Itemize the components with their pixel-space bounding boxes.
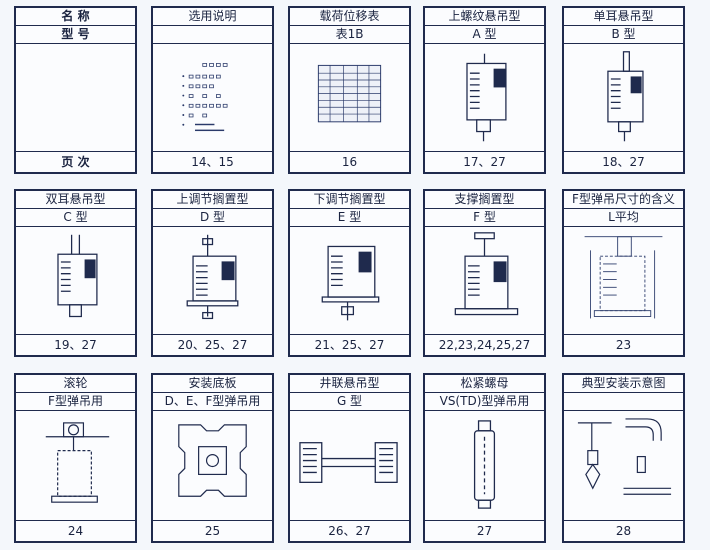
card-title: F型弹吊尺寸的含义 bbox=[564, 191, 683, 209]
card-installation[interactable]: 典型安装示意图 28 bbox=[562, 373, 685, 543]
card-subtitle: B 型 bbox=[564, 26, 683, 44]
card-title: 松紧螺母 bbox=[425, 375, 544, 393]
card-pages: 23 bbox=[615, 338, 632, 352]
card-title: 安装底板 bbox=[153, 375, 272, 393]
card-selection[interactable]: 选用说明 14、15 bbox=[151, 6, 274, 174]
roller-icon bbox=[16, 411, 135, 521]
blank-icon bbox=[16, 44, 135, 152]
double-lug-hanger-icon bbox=[16, 227, 135, 335]
card-subtitle: F 型 bbox=[425, 209, 544, 227]
card-title: 典型安装示意图 bbox=[564, 375, 683, 393]
card-subtitle: D 型 bbox=[153, 209, 272, 227]
card-type-d[interactable]: 上调节搁置型 D 型 20、25、27 bbox=[151, 189, 274, 357]
threaded-hanger-icon bbox=[425, 44, 544, 152]
card-subtitle bbox=[153, 26, 272, 44]
card-subtitle: 型 号 bbox=[16, 26, 135, 44]
card-subtitle: C 型 bbox=[16, 209, 135, 227]
card-subtitle bbox=[564, 393, 683, 411]
card-title: 名 称 bbox=[16, 8, 135, 26]
card-subtitle: F型弹吊用 bbox=[16, 393, 135, 411]
card-pages: 16 bbox=[341, 155, 358, 169]
card-f-dimensions[interactable]: F型弹吊尺寸的含义 L平均 23 bbox=[562, 189, 685, 357]
card-title: 支撑搁置型 bbox=[425, 191, 544, 209]
card-roller[interactable]: 滚轮 F型弹吊用 24 bbox=[14, 373, 137, 543]
card-name-model: 名 称 型 号 页 次 bbox=[14, 6, 137, 174]
card-type-b[interactable]: 单耳悬吊型 B 型 18、27 bbox=[562, 6, 685, 174]
card-pages: 24 bbox=[67, 524, 84, 538]
card-title: 下调节搁置型 bbox=[290, 191, 409, 209]
card-type-g[interactable]: 井联悬吊型 G 型 26、27 bbox=[288, 373, 411, 543]
card-type-f[interactable]: 支撑搁置型 F 型 22,23,24,25,27 bbox=[423, 189, 546, 357]
card-title: 井联悬吊型 bbox=[290, 375, 409, 393]
card-pages: 27 bbox=[476, 524, 493, 538]
card-turnbuckle[interactable]: 松紧螺母 VS(TD)型弹吊用 27 bbox=[423, 373, 546, 543]
card-subtitle: E 型 bbox=[290, 209, 409, 227]
card-load-table[interactable]: 载荷位移表 表1B 16 bbox=[288, 6, 411, 174]
card-title: 单耳悬吊型 bbox=[564, 8, 683, 26]
card-subtitle: VS(TD)型弹吊用 bbox=[425, 393, 544, 411]
single-lug-hanger-icon bbox=[564, 44, 683, 152]
card-type-c[interactable]: 双耳悬吊型 C 型 19、27 bbox=[14, 189, 137, 357]
card-type-a[interactable]: 上螺纹悬吊型 A 型 17、27 bbox=[423, 6, 546, 174]
card-pages: 19、27 bbox=[54, 338, 97, 352]
load-table-icon bbox=[290, 44, 409, 152]
card-pages: 26、27 bbox=[328, 524, 371, 538]
card-pages: 14、15 bbox=[191, 155, 234, 169]
card-title: 上调节搁置型 bbox=[153, 191, 272, 209]
card-type-e[interactable]: 下调节搁置型 E 型 21、25、27 bbox=[288, 189, 411, 357]
card-subtitle: L平均 bbox=[564, 209, 683, 227]
card-pages: 18、27 bbox=[602, 155, 645, 169]
card-title: 选用说明 bbox=[153, 8, 272, 26]
card-pages: 17、27 bbox=[463, 155, 506, 169]
base-plate-icon bbox=[153, 411, 272, 521]
card-pages: 页 次 bbox=[61, 155, 90, 169]
card-pages: 21、25、27 bbox=[314, 338, 385, 352]
card-subtitle: G 型 bbox=[290, 393, 409, 411]
card-base-plate[interactable]: 安装底板 D、E、F型弹吊用 25 bbox=[151, 373, 274, 543]
card-title: 上螺纹悬吊型 bbox=[425, 8, 544, 26]
turnbuckle-icon bbox=[425, 411, 544, 521]
selection-chart-icon bbox=[153, 44, 272, 152]
card-pages: 25 bbox=[204, 524, 221, 538]
installation-diagram-icon bbox=[564, 411, 683, 521]
card-pages: 28 bbox=[615, 524, 632, 538]
card-title: 滚轮 bbox=[16, 375, 135, 393]
upper-adjust-support-icon bbox=[153, 227, 272, 335]
prop-support-icon bbox=[425, 227, 544, 335]
card-title: 载荷位移表 bbox=[290, 8, 409, 26]
parallel-hanger-icon bbox=[290, 411, 409, 521]
card-subtitle: 表1B bbox=[290, 26, 409, 44]
lower-adjust-support-icon bbox=[290, 227, 409, 335]
card-title: 双耳悬吊型 bbox=[16, 191, 135, 209]
card-pages: 22,23,24,25,27 bbox=[438, 338, 531, 352]
dimension-diagram-icon bbox=[564, 227, 683, 335]
card-subtitle: D、E、F型弹吊用 bbox=[153, 393, 272, 411]
card-subtitle: A 型 bbox=[425, 26, 544, 44]
card-pages: 20、25、27 bbox=[177, 338, 248, 352]
